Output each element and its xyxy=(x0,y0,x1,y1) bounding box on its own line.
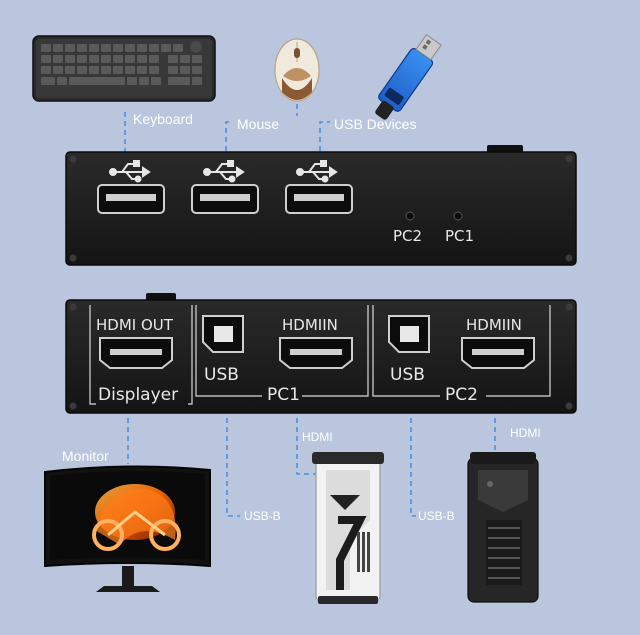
pc2-led-icon xyxy=(405,211,415,221)
monitor-label: Monitor xyxy=(62,448,109,464)
pc1-led-label: PC1 xyxy=(445,227,474,245)
usb-b-cable-label-2: USB-B xyxy=(418,509,455,523)
keyboard-icon xyxy=(32,35,216,102)
pc2-label: PC2 xyxy=(445,385,478,405)
usb-port-3 xyxy=(285,160,353,214)
pc1-tower-icon xyxy=(312,452,384,604)
hdmi-label-1: HDMI xyxy=(302,430,333,444)
hdmi-out-port xyxy=(99,337,173,369)
pc2-led-label: PC2 xyxy=(393,227,422,245)
pc1-label: PC1 xyxy=(267,385,300,405)
keyboard-label: Keyboard xyxy=(133,111,193,127)
hdmi-in-port-1 xyxy=(279,337,353,369)
usb-drive-icon xyxy=(375,33,442,120)
usb-port-2 xyxy=(191,160,259,214)
usb-symbol-icon xyxy=(296,160,338,183)
pc2-tower-icon xyxy=(467,452,539,603)
usb-port-1 xyxy=(97,160,165,214)
kvm-front-panel: PC2 PC1 xyxy=(65,145,577,266)
mouse-icon xyxy=(274,38,320,102)
monitor-icon xyxy=(44,465,211,592)
pc1-led-icon xyxy=(453,211,463,221)
usb-b-port-1 xyxy=(202,315,244,353)
hdmiin-label-2: HDMIIN xyxy=(466,316,522,334)
hdmi-out-label: HDMI OUT xyxy=(96,316,174,334)
usb-devices-label: USB Devices xyxy=(334,116,416,132)
hdmi-in-port-2 xyxy=(461,337,535,369)
usb-symbol-icon xyxy=(203,160,245,183)
usb-b-label-1: USB xyxy=(204,365,239,385)
usb-b-label-2: USB xyxy=(390,365,425,385)
usb-b-cable-label-1: USB-B xyxy=(244,509,281,523)
kvm-back-panel: HDMI OUT Displayer USB HDMIIN PC1 USB HD… xyxy=(65,293,577,414)
usb-symbol-icon xyxy=(109,160,151,183)
mouse-label: Mouse xyxy=(237,116,279,132)
usb-b-port-2 xyxy=(388,315,430,353)
displayer-label: Displayer xyxy=(98,385,178,405)
hdmiin-label-1: HDMIIN xyxy=(282,316,338,334)
hdmi-label-2: HDMI xyxy=(510,426,541,440)
